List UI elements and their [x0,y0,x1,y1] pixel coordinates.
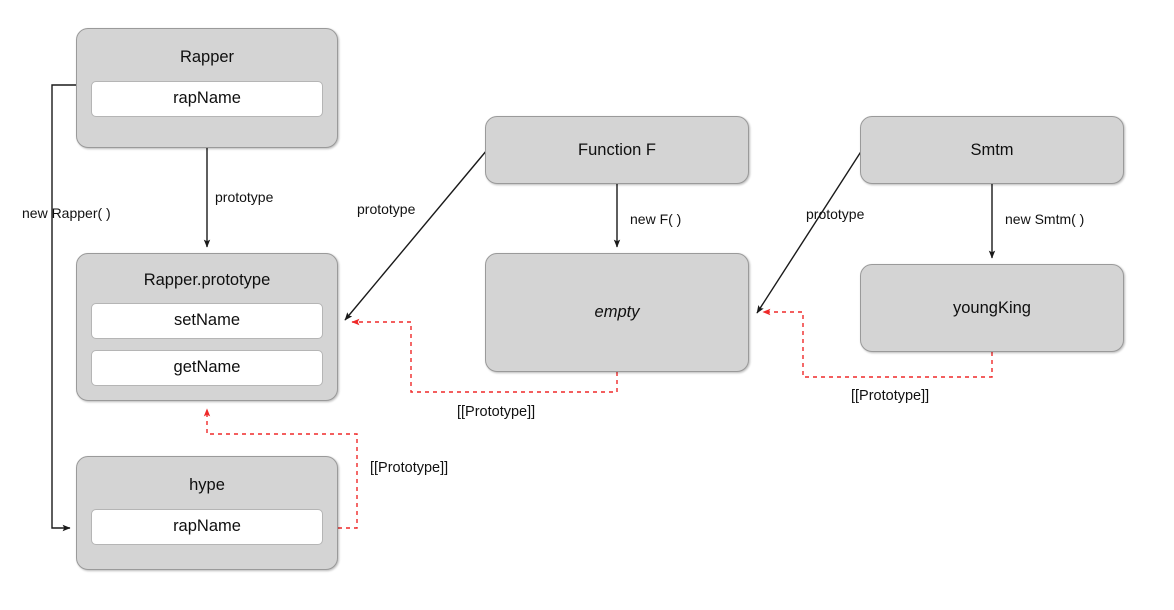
node-function-f[interactable]: Function F [485,116,749,184]
proto-label-hype: [[Prototype]] [370,460,449,476]
edge-label-prototype-smtm: prototype [806,206,865,222]
edge-label-new-f: new F( ) [630,211,682,227]
node-empty[interactable]: empty [485,253,749,372]
edge-label-prototype-rapper: prototype [215,189,274,205]
node-hype[interactable]: hype rapName [76,456,338,570]
edge-smtm-to-empty [756,149,863,314]
node-rapper-title: Rapper [179,48,235,66]
node-rapper-prototype-title: Rapper.prototype [143,271,271,289]
node-youngking-title: youngKing [953,298,1031,317]
proto-label-youngking: [[Prototype]] [851,388,930,404]
node-rapper-field-rapname[interactable]: rapName [91,80,323,117]
node-hype-field-rapname[interactable]: rapName [91,508,323,545]
proto-label-empty: [[Prototype]] [457,404,536,420]
edge-label-prototype-function-f: prototype [357,201,416,217]
node-smtm-title: Smtm [970,140,1014,159]
node-smtm[interactable]: Smtm [860,116,1124,184]
node-empty-title: empty [594,303,640,322]
node-rapper-prototype-field-setname[interactable]: setName [91,302,323,339]
edge-label-new-rapper: new Rapper( ) [22,205,111,221]
node-rapper-prototype[interactable]: Rapper.prototype setName getName [76,253,338,401]
node-rapper[interactable]: Rapper rapName [76,28,338,148]
edge-label-new-smtm: new Smtm( ) [1005,211,1085,227]
node-youngking[interactable]: youngKing [860,264,1124,352]
node-hype-title: hype [189,476,225,494]
node-function-f-title: Function F [578,140,656,159]
edge-new-rapper-to-hype [51,84,76,532]
edge-functionf-to-rapperprototype [344,149,488,321]
node-rapper-prototype-field-getname[interactable]: getName [91,349,323,386]
